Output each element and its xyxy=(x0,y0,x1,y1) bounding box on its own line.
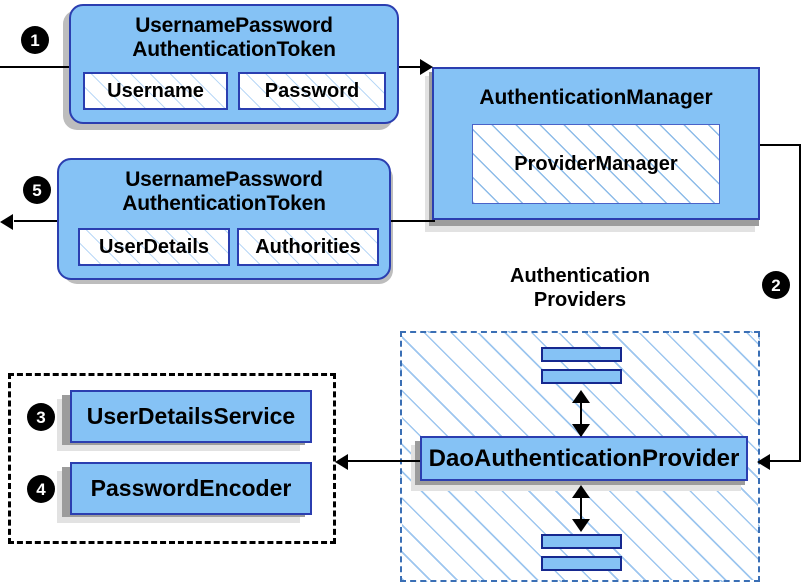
connector-response-outbound-arrowhead xyxy=(0,214,13,230)
response-token-title-line1: UsernamePassword xyxy=(125,168,323,191)
connector-dao-down-arrowtail xyxy=(572,519,590,532)
response-token: UsernamePassword AuthenticationToken Use… xyxy=(57,158,391,280)
request-token-title-line1: UsernamePassword xyxy=(135,14,333,37)
connector-into-dao xyxy=(760,460,800,462)
user-details-service-label: UserDetailsService xyxy=(86,403,296,429)
response-token-title-line2: AuthenticationToken xyxy=(122,192,326,215)
connector-dao-up-arrowtail xyxy=(572,424,590,437)
connector-manager-right-stub xyxy=(758,144,801,146)
connector-dao-to-dependencies-arrowhead xyxy=(335,454,348,470)
provider-placeholder-bar-2 xyxy=(541,369,622,384)
response-token-field-authorities: Authorities xyxy=(237,228,379,266)
user-details-service: UserDetailsService xyxy=(70,390,312,443)
step-4-bullet: 4 xyxy=(28,476,54,502)
password-encoder: PasswordEncoder xyxy=(70,462,312,515)
connector-dao-to-dependencies xyxy=(348,460,423,462)
connector-manager-to-response xyxy=(390,220,435,222)
connector-dao-up-arrowhead xyxy=(572,390,590,403)
dao-authentication-provider: DaoAuthenticationProvider xyxy=(420,436,748,481)
authentication-providers-title-line2: Providers xyxy=(533,289,627,311)
response-token-title: UsernamePassword AuthenticationToken xyxy=(59,168,389,216)
connector-manager-down xyxy=(799,144,801,462)
request-token-title: UsernamePassword AuthenticationToken xyxy=(71,14,397,62)
connector-dao-down-line xyxy=(580,487,582,529)
step-1-bullet: 1 xyxy=(22,27,48,53)
step-3-bullet: 3 xyxy=(28,404,54,430)
provider-manager: ProviderManager xyxy=(472,124,720,204)
connector-dao-down-arrowhead xyxy=(572,485,590,498)
authentication-providers-title-line1: Authentication xyxy=(510,265,650,287)
authentication-manager: AuthenticationManager ProviderManager xyxy=(432,67,760,220)
authentication-providers-title: Authentication Providers xyxy=(400,264,760,312)
provider-manager-label: ProviderManager xyxy=(514,152,678,175)
provider-placeholder-bar-4 xyxy=(541,556,622,571)
connector-response-outbound xyxy=(14,220,72,222)
response-token-field-userdetails: UserDetails xyxy=(78,228,230,266)
provider-placeholder-bar-1 xyxy=(541,347,622,362)
authentication-manager-title: AuthenticationManager xyxy=(479,86,713,109)
provider-placeholder-bar-3 xyxy=(541,534,622,549)
request-token-title-line2: AuthenticationToken xyxy=(132,38,336,61)
dependencies-group xyxy=(8,373,336,544)
connector-into-dao-arrowhead xyxy=(757,454,770,470)
connector-request-to-manager-arrowhead xyxy=(420,59,433,75)
step-5-bullet: 5 xyxy=(24,177,50,203)
connector-request-to-manager xyxy=(397,66,425,68)
step-2-bullet: 2 xyxy=(763,272,789,298)
request-token-field-password: Password xyxy=(238,72,386,110)
request-token: UsernamePassword AuthenticationToken Use… xyxy=(69,4,399,124)
password-encoder-label: PasswordEncoder xyxy=(90,475,292,501)
dao-authentication-provider-label: DaoAuthenticationProvider xyxy=(428,444,740,472)
request-token-field-username: Username xyxy=(83,72,228,110)
connector-inbound-request xyxy=(0,66,70,68)
connector-dao-up-line xyxy=(580,392,582,436)
